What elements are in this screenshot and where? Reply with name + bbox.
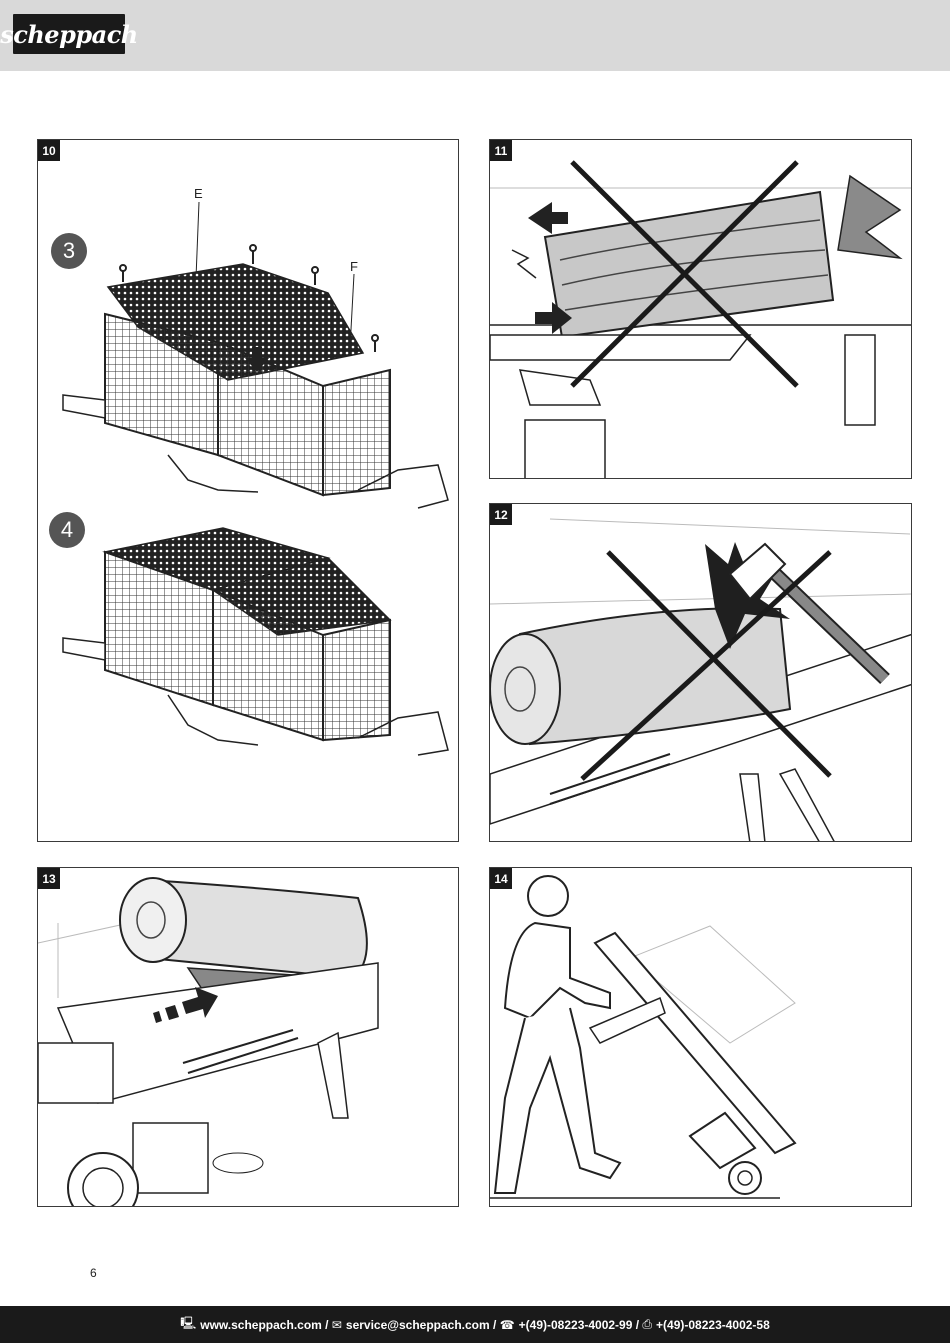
separator: /	[632, 1317, 643, 1332]
prohibited-crooked-log-illustration	[490, 160, 911, 478]
envelope-icon: ✉	[331, 1317, 342, 1332]
step-3-badge: 3	[51, 233, 87, 269]
prohibited-hammer-illustration	[490, 518, 911, 841]
website-link[interactable]: www.scheppach.com	[200, 1317, 322, 1332]
figure-11-panel: 11	[489, 139, 912, 479]
callout-f: F	[350, 259, 358, 274]
figure-12-panel: 12	[489, 503, 912, 842]
figure-number: 12	[490, 504, 512, 525]
callout-e: E	[194, 186, 203, 201]
figure-number: 11	[490, 140, 512, 161]
fax-number: +(49)-08223-4002-58	[656, 1317, 770, 1332]
figure-10-panel: 10 3 4 E F	[37, 139, 459, 842]
figure-number: 10	[38, 140, 60, 161]
header-band: scheppach	[0, 0, 950, 71]
transporting-splitter-illustration	[490, 875, 797, 1199]
telephone-icon: ☎	[499, 1317, 515, 1332]
cage-assembly-illustration	[62, 201, 449, 756]
brand-logo: scheppach	[0, 14, 138, 54]
page-number: 6	[90, 1266, 97, 1280]
figure-14-panel: 14	[489, 867, 912, 1207]
loading-log-illustration	[38, 877, 379, 1206]
fax-icon: ⎙	[642, 1317, 653, 1331]
figure-number: 14	[490, 868, 512, 889]
computer-icon: 🖳	[180, 1316, 197, 1330]
email-link[interactable]: service@scheppach.com	[345, 1317, 490, 1332]
footer-contact-bar: 🖳 www.scheppach.com / ✉ service@scheppac…	[0, 1306, 950, 1343]
step-4-badge: 4	[49, 512, 85, 548]
figure-13-panel: 13	[37, 867, 459, 1207]
separator: /	[489, 1317, 500, 1332]
separator: /	[321, 1317, 332, 1332]
phone-number[interactable]: +(49)-08223-4002-99	[518, 1317, 633, 1332]
figure-number: 13	[38, 868, 60, 889]
